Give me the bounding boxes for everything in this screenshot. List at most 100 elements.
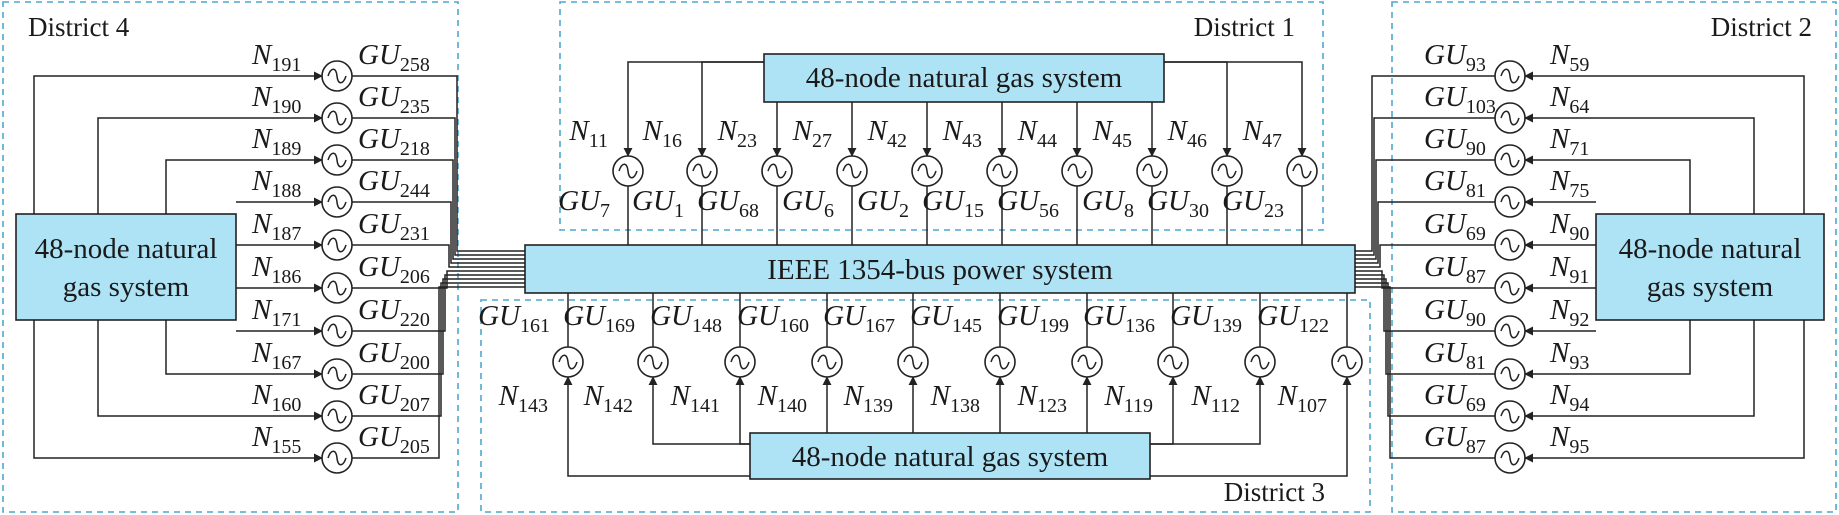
gas-node-label-left-4-sub: 187 xyxy=(271,223,301,245)
gas-node-label-right-8: N94 xyxy=(1549,379,1589,416)
gas-node-label-right-4: N90 xyxy=(1549,208,1589,245)
gas-node-label-bottom-8: N112 xyxy=(1190,380,1240,417)
generator-right-2 xyxy=(1494,144,1526,176)
gas-system-right-box xyxy=(1595,213,1825,321)
power-link-left-0 xyxy=(352,75,525,252)
gas-node-label-left-8: N160 xyxy=(251,379,301,416)
gas-node-label-right-6-sub: 92 xyxy=(1569,309,1589,331)
gen-unit-label-right-1-main: GU xyxy=(1424,81,1468,113)
gen-unit-label-bottom-5-sub: 145 xyxy=(952,315,982,337)
gas-node-label-bottom-9-sub: 107 xyxy=(1297,395,1327,417)
gas-node-label-bottom-9: N107 xyxy=(1277,380,1327,417)
power-link-left-4 xyxy=(352,244,525,268)
sine-wave-icon xyxy=(1077,354,1097,370)
gas-system-left-label-line1: 48-node natural xyxy=(35,233,218,265)
sine-wave-icon xyxy=(1500,366,1520,382)
gas-node-label-left-3-sub: 188 xyxy=(271,180,301,202)
gas-node-label-top-6-main: N xyxy=(1017,115,1039,147)
sine-wave-icon xyxy=(1163,354,1183,370)
gen-unit-label-left-3: GU244 xyxy=(358,165,430,202)
gen-unit-label-bottom-6-main: GU xyxy=(997,300,1041,332)
gas-node-label-top-9: N47 xyxy=(1242,115,1282,152)
generator-top-7 xyxy=(1136,155,1168,187)
gas-node-label-right-1: N64 xyxy=(1549,81,1589,118)
generator-left-4 xyxy=(321,229,353,261)
sine-wave-icon xyxy=(618,163,638,179)
gen-unit-label-top-3-main: GU xyxy=(782,185,826,217)
gas-node-label-bottom-7-main: N xyxy=(1103,380,1125,412)
gas-system-right-label-line1: 48-node natural xyxy=(1619,233,1802,265)
power-link-right-0 xyxy=(1355,75,1495,252)
gas-node-label-bottom-5-main: N xyxy=(930,380,952,412)
gas-node-label-bottom-0: N143 xyxy=(498,380,548,417)
gas-node-label-right-4-sub: 90 xyxy=(1569,223,1589,245)
sine-wave-icon xyxy=(1500,280,1520,296)
gas-node-label-right-4-main: N xyxy=(1549,208,1571,240)
sine-wave-icon xyxy=(327,237,347,253)
gas-feed-bottom-2 xyxy=(735,376,750,445)
sine-wave-icon xyxy=(842,163,862,179)
district-2-label: District 2 xyxy=(1711,12,1812,42)
gen-unit-label-top-7-sub: 8 xyxy=(1124,200,1134,222)
gen-unit-label-bottom-3-sub: 160 xyxy=(779,315,809,337)
gas-node-label-bottom-0-sub: 143 xyxy=(518,395,548,417)
gas-feed-left-9 xyxy=(33,320,323,463)
gen-unit-label-top-9: GU23 xyxy=(1222,185,1284,222)
gen-unit-label-right-9: GU87 xyxy=(1424,421,1486,458)
gas-node-label-top-6: N44 xyxy=(1017,115,1057,152)
gas-node-label-bottom-6-main: N xyxy=(1017,380,1039,412)
gen-unit-label-right-4: GU69 xyxy=(1424,208,1486,245)
gen-unit-label-left-6-sub: 220 xyxy=(400,309,430,331)
gen-unit-label-top-0: GU7 xyxy=(558,185,610,222)
generator-top-4 xyxy=(911,155,943,187)
gen-unit-label-bottom-8-sub: 139 xyxy=(1212,315,1242,337)
gas-node-label-top-1-sub: 16 xyxy=(662,130,682,152)
gas-feed-bottom-7 xyxy=(1150,376,1178,445)
gas-feed-right-0 xyxy=(1524,71,1805,214)
gas-node-label-bottom-2: N141 xyxy=(670,380,720,417)
gen-unit-label-top-0-main: GU xyxy=(558,185,602,217)
gen-unit-label-top-2-sub: 68 xyxy=(739,200,759,222)
gas-node-label-left-9-sub: 155 xyxy=(271,436,301,458)
gen-unit-label-top-2-main: GU xyxy=(697,185,741,217)
sine-wave-icon xyxy=(917,163,937,179)
gas-node-label-right-3-sub: 75 xyxy=(1569,180,1589,202)
gen-unit-label-right-5-main: GU xyxy=(1424,251,1468,283)
gas-feed-bottom-0 xyxy=(563,376,750,477)
node-labels: N11GU7N16GU1N23GU68N27GU6N42GU2N43GU15N4… xyxy=(251,39,1589,458)
power-link-right-7 xyxy=(1355,278,1495,375)
gas-node-label-right-2-main: N xyxy=(1549,123,1571,155)
gen-unit-label-top-4-sub: 2 xyxy=(899,200,909,222)
gen-unit-label-right-5: GU87 xyxy=(1424,251,1486,288)
gen-unit-label-right-6-sub: 90 xyxy=(1466,309,1486,331)
gen-unit-label-top-8-main: GU xyxy=(1147,185,1191,217)
generator-bottom-1 xyxy=(637,346,669,378)
gen-unit-label-right-2: GU90 xyxy=(1424,123,1486,160)
gen-unit-label-right-0: GU93 xyxy=(1424,39,1486,76)
gen-unit-label-left-0-sub: 258 xyxy=(400,54,430,76)
gen-unit-label-top-3: GU6 xyxy=(782,185,834,222)
gen-unit-label-bottom-2: GU148 xyxy=(650,300,722,337)
gen-unit-label-right-9-sub: 87 xyxy=(1466,436,1486,458)
gas-node-label-top-7: N45 xyxy=(1092,115,1132,152)
gas-node-label-left-6-sub: 171 xyxy=(271,309,301,331)
gen-unit-label-right-0-main: GU xyxy=(1424,39,1468,71)
gas-node-label-left-2-sub: 189 xyxy=(271,138,301,160)
gen-unit-label-right-0-sub: 93 xyxy=(1466,54,1486,76)
gen-unit-label-left-4-main: GU xyxy=(358,208,402,240)
sine-wave-icon xyxy=(1500,408,1520,424)
gas-node-label-left-8-sub: 160 xyxy=(271,394,301,416)
gas-node-label-right-5-main: N xyxy=(1549,251,1571,283)
district-1-label: District 1 xyxy=(1194,12,1295,42)
gas-node-label-bottom-4-sub: 139 xyxy=(863,395,893,417)
gen-unit-label-left-3-sub: 244 xyxy=(400,180,430,202)
sine-wave-icon xyxy=(327,450,347,466)
gas-node-label-top-3-main: N xyxy=(792,115,814,147)
gas-node-label-right-2: N71 xyxy=(1549,123,1589,160)
gen-unit-label-left-6-main: GU xyxy=(358,294,402,326)
gen-unit-label-bottom-1-main: GU xyxy=(563,300,607,332)
gas-feed-right-2 xyxy=(1524,155,1691,214)
gas-node-label-right-9: N95 xyxy=(1549,421,1589,458)
gen-unit-label-left-1-main: GU xyxy=(358,81,402,113)
gen-unit-label-top-6-main: GU xyxy=(997,185,1041,217)
